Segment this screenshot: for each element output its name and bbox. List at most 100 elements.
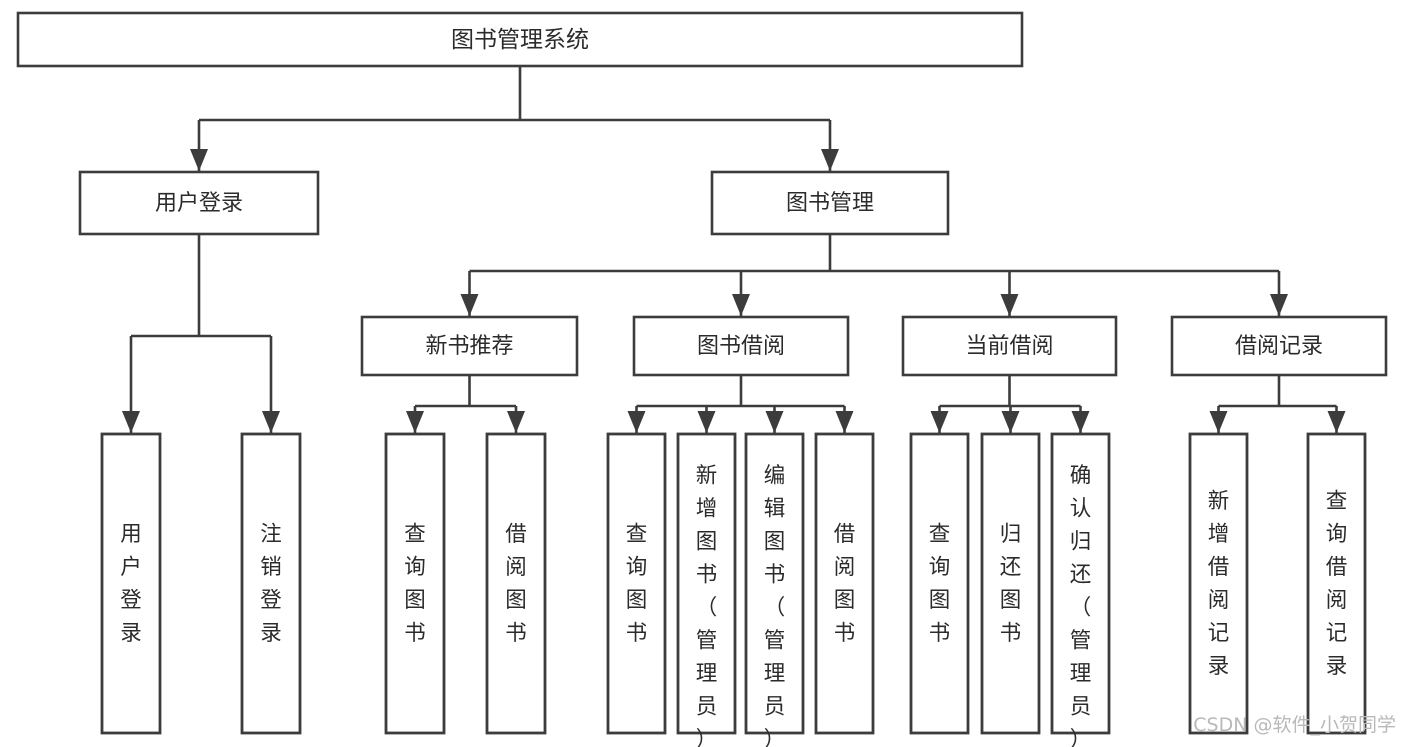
arrow-head-icon (1327, 411, 1346, 433)
node-label-char: 书 (505, 621, 527, 646)
node-box-book-borrow[interactable] (632, 315, 850, 377)
node-label-char: 用 (120, 522, 142, 547)
arrow-head-icon (765, 411, 784, 433)
node-box-leaf-query-borrow-record[interactable] (1306, 432, 1367, 735)
node-box-root[interactable] (16, 11, 1024, 68)
arrow-head-icon (732, 294, 750, 316)
node-label-user-login: 用户登录 (155, 191, 243, 216)
arrow-head-icon (1000, 294, 1019, 316)
node-label-char: 书 (834, 621, 856, 646)
node-root[interactable]: 图书管理系统 (16, 11, 1024, 68)
arrow-head-icon (1209, 411, 1228, 433)
node-box-leaf-return-book[interactable] (980, 432, 1041, 735)
node-box-leaf-edit-book[interactable] (744, 432, 805, 735)
node-box-leaf-add-book[interactable] (676, 432, 737, 735)
node-label-char: 书 (764, 563, 786, 588)
arrow-head-icon (507, 411, 525, 433)
csdn-watermark: CSDN @软件_小贺同学 (1193, 714, 1396, 736)
node-label-char: 图 (834, 588, 856, 613)
arrow-head-icon (1071, 411, 1090, 433)
node-label-char: 还 (1070, 563, 1092, 588)
arrow-head-icon (406, 411, 424, 433)
node-label-char: 户 (120, 555, 142, 580)
node-box-user-login[interactable] (78, 170, 320, 236)
node-label-char: 新 (1208, 489, 1230, 514)
arrow-head-icon (190, 149, 208, 171)
node-label-char: 阅 (1208, 588, 1230, 613)
node-label-char: 询 (1326, 522, 1348, 547)
node-box-book-management[interactable] (710, 170, 950, 236)
node-label-char: 认 (1070, 497, 1092, 522)
node-box-current-borrow[interactable] (901, 315, 1118, 377)
node-label-char: 员 (1070, 695, 1092, 720)
node-label-char: 查 (1326, 489, 1348, 514)
node-box-leaf-borrow-book[interactable] (814, 432, 875, 735)
node-label-char: 查 (626, 522, 648, 547)
node-label-char: 阅 (1326, 588, 1348, 613)
node-label-char: 登 (120, 588, 142, 613)
connector-layer (122, 66, 1346, 433)
node-label-char: 注 (260, 522, 282, 547)
arrow-head-icon (821, 149, 839, 171)
node-borrow-record[interactable]: 借阅记录 (1170, 315, 1388, 377)
node-box-leaf-add-borrow-record[interactable] (1188, 432, 1249, 735)
node-label-char: 询 (929, 555, 951, 580)
node-label-char: ） (1070, 728, 1092, 747)
node-label-char: 辑 (764, 497, 786, 522)
node-label-char: 阅 (505, 555, 527, 580)
node-label-char: 查 (404, 522, 426, 547)
node-new-book-recommend[interactable]: 新书推荐 (360, 315, 579, 377)
node-label-char: 增 (1208, 522, 1230, 547)
arrow-head-icon (262, 411, 280, 433)
arrow-head-icon (835, 411, 854, 433)
node-box-borrow-record[interactable] (1170, 315, 1388, 377)
node-book-management[interactable]: 图书管理 (710, 170, 950, 236)
node-box-leaf-borrow-book-rec[interactable] (485, 432, 547, 735)
node-box-leaf-logout-login[interactable] (240, 432, 302, 735)
node-box-leaf-query-book-borrow[interactable] (606, 432, 667, 735)
node-label-char: 借 (1208, 555, 1230, 580)
node-label-char: 归 (1070, 530, 1092, 555)
node-label-book-management: 图书管理 (786, 191, 874, 216)
node-label-char: 借 (1326, 555, 1348, 580)
node-box-leaf-user-login[interactable] (100, 432, 162, 735)
node-box-leaf-query-book-current[interactable] (909, 432, 970, 735)
node-label-char: 图 (696, 530, 718, 555)
node-label-book-borrow: 图书借阅 (697, 334, 785, 359)
node-label-char: 管 (696, 629, 718, 654)
node-book-borrow[interactable]: 图书借阅 (632, 315, 850, 377)
node-box-leaf-confirm-return[interactable] (1050, 432, 1111, 735)
node-box-new-book-recommend[interactable] (360, 315, 579, 377)
node-user-login[interactable]: 用户登录 (78, 170, 320, 236)
node-label-char: 理 (764, 662, 786, 687)
node-label-char: 理 (696, 662, 718, 687)
node-box-leaf-query-book-rec[interactable] (384, 432, 446, 735)
node-label-char: 管 (1070, 629, 1092, 654)
node-leaf-user-login[interactable]: 用户登录 (100, 432, 162, 735)
node-label-char: 借 (834, 522, 856, 547)
node-label-char: 图 (1000, 588, 1022, 613)
node-current-borrow[interactable]: 当前借阅 (901, 315, 1118, 377)
node-label-char: 录 (120, 621, 142, 646)
arrow-head-icon (122, 411, 140, 433)
node-label-char: 图 (764, 530, 786, 555)
node-label-char: 图 (505, 588, 527, 613)
node-label-char: 书 (404, 621, 426, 646)
node-label-char: 书 (626, 621, 648, 646)
arrow-head-icon (697, 411, 716, 433)
node-label-char: 归 (1000, 522, 1022, 547)
